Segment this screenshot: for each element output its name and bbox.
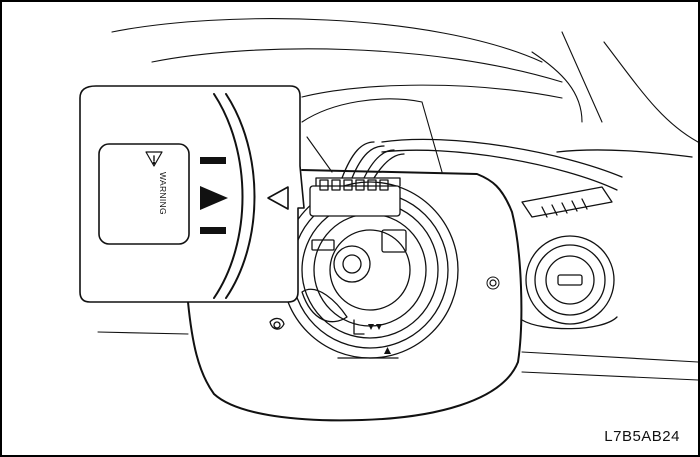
top-alignment-bar (200, 157, 226, 164)
dashboard-outline (97, 18, 698, 381)
ignition-lock (521, 235, 618, 330)
pointer-triangle-icon (267, 186, 289, 210)
alignment-arrow-icon (200, 186, 228, 210)
connector (309, 141, 405, 217)
shroud-screw (489, 279, 497, 287)
steering-shroud (187, 169, 523, 422)
steering-column (381, 138, 693, 218)
warning-label-text: WARNING (158, 172, 168, 215)
zoom-inset (79, 85, 305, 303)
bottom-alignment-bar (200, 227, 226, 234)
warning-triangle-icon (145, 151, 163, 167)
shroud-screw-ring (486, 276, 500, 290)
alignment-marks (368, 324, 391, 354)
figure-code: L7B5AB24 (604, 428, 680, 445)
warning-label-box (98, 143, 190, 245)
